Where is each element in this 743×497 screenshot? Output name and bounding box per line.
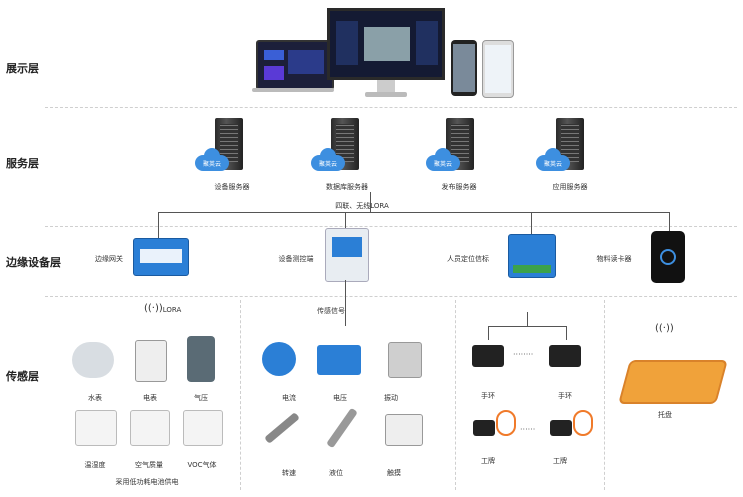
water-meter-icon bbox=[72, 342, 114, 378]
layer-label-display: 展示层 bbox=[6, 62, 39, 75]
separator-sensing-3 bbox=[604, 300, 605, 490]
sensor-label: 空气质量 bbox=[135, 461, 163, 469]
sensor-label: 温湿度 bbox=[84, 461, 106, 469]
phone-screenshot-2 bbox=[482, 40, 514, 98]
network-bus bbox=[158, 212, 670, 213]
badge-icon bbox=[473, 420, 495, 436]
network-drop-2 bbox=[345, 212, 346, 230]
server-label: 发布服务器 bbox=[441, 183, 477, 191]
sensor-label: 液位 bbox=[329, 469, 343, 477]
wearable-label: 工牌 bbox=[553, 457, 567, 465]
humidity-sensor-icon bbox=[75, 410, 117, 446]
wearable-branch-top bbox=[488, 326, 566, 327]
speed-sensor-icon bbox=[264, 412, 300, 444]
controller-drop bbox=[345, 280, 346, 326]
server-label: 数据库服务器 bbox=[326, 183, 368, 191]
network-drop-1 bbox=[158, 212, 159, 238]
network-drop-3 bbox=[531, 212, 532, 234]
reader-device bbox=[651, 231, 685, 283]
wristband-icon bbox=[472, 345, 504, 367]
sensor-label: 电流 bbox=[282, 394, 296, 402]
transmit-label: 传感信号 bbox=[317, 307, 345, 315]
network-trunk bbox=[370, 192, 371, 212]
sensor-label: 振动 bbox=[384, 394, 398, 402]
edge-gateway-device bbox=[133, 238, 189, 276]
network-label: 四联、无线LORA bbox=[335, 202, 389, 210]
phone-screenshot-1 bbox=[451, 40, 477, 96]
cloud-icon: 聚英云 bbox=[426, 148, 460, 171]
controller-device bbox=[325, 228, 369, 282]
wifi-icon: ((·)) bbox=[144, 303, 163, 314]
separator-service bbox=[45, 226, 737, 227]
level-sensor-icon bbox=[326, 407, 358, 449]
sensor-label: 触摸 bbox=[387, 469, 401, 477]
electric-meter-icon bbox=[135, 340, 167, 382]
wearable-label: 工牌 bbox=[481, 457, 495, 465]
badge-lanyard-icon bbox=[573, 410, 593, 436]
wifi-icon: ((·)) bbox=[655, 323, 674, 334]
tray-icon bbox=[618, 360, 728, 404]
dots-connector: ······ bbox=[520, 425, 536, 434]
tray-label: 托盘 bbox=[658, 411, 672, 419]
pressure-sensor-icon bbox=[187, 336, 215, 382]
separator-sensing-1 bbox=[240, 300, 241, 490]
wearable-branch-stem bbox=[527, 312, 528, 326]
dots-connector: ········ bbox=[513, 350, 534, 359]
layer-label-sensing: 传感层 bbox=[6, 370, 39, 383]
wearable-label: 手环 bbox=[558, 392, 572, 400]
separator-display bbox=[45, 107, 737, 108]
laptop-screenshot bbox=[252, 40, 334, 92]
wearable-branch-left bbox=[488, 326, 489, 340]
sensor-label: VOC气体 bbox=[187, 461, 217, 469]
reader-label: 物料读卡器 bbox=[596, 255, 632, 263]
controller-label: 设备测控端 bbox=[278, 255, 314, 263]
cloud-icon: 聚英云 bbox=[311, 148, 345, 171]
edge-gateway-label: 边缘网关 bbox=[95, 255, 123, 263]
locator-device bbox=[508, 234, 556, 278]
server-label: 设备服务器 bbox=[214, 183, 250, 191]
sensor-label: 水表 bbox=[88, 394, 102, 402]
current-sensor-icon bbox=[262, 342, 296, 376]
wearable-label: 手环 bbox=[481, 392, 495, 400]
touch-sensor-icon bbox=[385, 414, 423, 446]
layer-label-edge: 边缘设备层 bbox=[6, 256, 61, 269]
separator-edge bbox=[45, 296, 737, 297]
separator-sensing-2 bbox=[455, 300, 456, 490]
locator-label: 人员定位信标 bbox=[447, 255, 489, 263]
sensor-label: 电表 bbox=[143, 394, 157, 402]
cloud-icon: 聚英云 bbox=[536, 148, 570, 171]
wearable-branch-right bbox=[566, 326, 567, 340]
network-drop-4 bbox=[669, 212, 670, 232]
cloud-icon: 聚英云 bbox=[195, 148, 229, 171]
server-tower bbox=[331, 118, 359, 170]
sensor-label: 转速 bbox=[282, 469, 296, 477]
voltage-sensor-icon bbox=[317, 345, 361, 375]
vibration-sensor-icon bbox=[388, 342, 422, 378]
monitor-screenshot bbox=[327, 8, 445, 100]
sensor-label: 气压 bbox=[194, 394, 208, 402]
battery-note: 采用低功耗电池供电 bbox=[115, 478, 179, 486]
sensor-label: 电压 bbox=[333, 394, 347, 402]
layer-label-service: 服务层 bbox=[6, 157, 39, 170]
wristband-icon bbox=[549, 345, 581, 367]
air-quality-sensor-icon bbox=[130, 410, 170, 446]
badge-icon bbox=[550, 420, 572, 436]
server-label: 应用服务器 bbox=[552, 183, 588, 191]
voc-sensor-icon bbox=[183, 410, 223, 446]
badge-lanyard-icon bbox=[496, 410, 516, 436]
lora-label: LORA bbox=[162, 306, 182, 314]
